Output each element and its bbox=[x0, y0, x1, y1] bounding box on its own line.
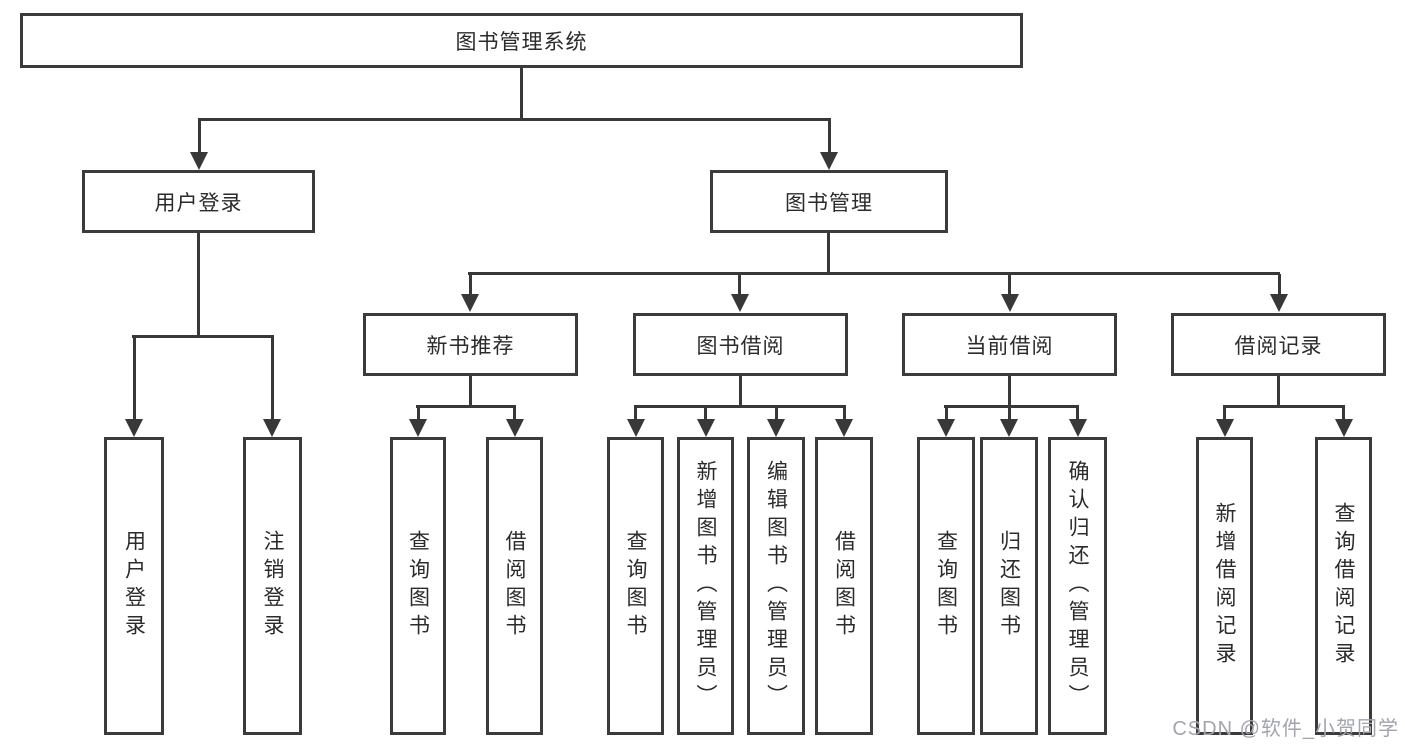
connector-records-stem bbox=[1277, 376, 1280, 407]
connector-drop-leaf-11 bbox=[1223, 407, 1226, 420]
connector-drop-leaf-3 bbox=[513, 407, 516, 420]
arrow-leaf-1 bbox=[263, 419, 281, 437]
connector-drop-leaf-8 bbox=[945, 407, 948, 420]
arrow-leaf-3 bbox=[506, 419, 524, 437]
arrow-leaf-6 bbox=[767, 419, 785, 437]
node-current-borrow: 当前借阅 bbox=[902, 313, 1117, 376]
connector-borrow-branch bbox=[634, 405, 846, 408]
leaf-add-book-admin: 新增图书（管理员） bbox=[677, 437, 734, 735]
arrow-book-management bbox=[820, 152, 838, 170]
node-new-book-recommend: 新书推荐 bbox=[363, 313, 578, 376]
leaf-add-borrow-record: 新增借阅记录 bbox=[1196, 437, 1253, 735]
connector-recommend-branch bbox=[416, 405, 516, 408]
connector-drop-leaf-2 bbox=[417, 407, 420, 420]
connector-drop-leaf-12 bbox=[1342, 407, 1345, 420]
arrow-leaf-0 bbox=[125, 419, 143, 437]
node-book-management: 图书管理 bbox=[710, 170, 948, 233]
connector-drop-leaf-4 bbox=[634, 407, 637, 420]
connector-drop-leaf-6 bbox=[775, 407, 778, 420]
arrow-leaf-5 bbox=[697, 419, 715, 437]
connector-current-branch bbox=[944, 405, 1079, 408]
connector-drop-l3-2 bbox=[1008, 274, 1011, 295]
connector-drop-l3-0 bbox=[469, 274, 472, 295]
node-book-borrow: 图书借阅 bbox=[633, 313, 848, 376]
leaf-return-book: 归还图书 bbox=[980, 437, 1038, 735]
connector-borrow-stem bbox=[739, 376, 742, 407]
connector-login-stem bbox=[197, 233, 200, 337]
connector-current-stem bbox=[1008, 376, 1011, 407]
connector-drop-leaf-1 bbox=[271, 337, 274, 420]
arrow-user-login bbox=[190, 152, 208, 170]
arrow-leaf-11 bbox=[1216, 419, 1234, 437]
connector-root-stem bbox=[520, 68, 523, 120]
leaf-query-book-recommend: 查询图书 bbox=[390, 437, 446, 735]
arrow-leaf-4 bbox=[627, 419, 645, 437]
connector-login-branch bbox=[132, 335, 274, 338]
connector-records-branch bbox=[1223, 405, 1345, 408]
connector-drop-l3-1 bbox=[738, 274, 741, 295]
arrow-l3-3 bbox=[1270, 294, 1288, 312]
connector-drop-book-management bbox=[828, 120, 831, 153]
csdn-watermark: CSDN @软件_小贺同学 bbox=[1172, 718, 1399, 740]
connector-drop-leaf-7 bbox=[843, 407, 846, 420]
leaf-user-login: 用户登录 bbox=[104, 437, 164, 735]
connector-mgmt-stem bbox=[827, 233, 830, 274]
connector-recommend-stem bbox=[469, 376, 472, 407]
connector-drop-user-login bbox=[198, 120, 201, 153]
connector-drop-leaf-0 bbox=[133, 337, 136, 420]
connector-mgmt-branch bbox=[468, 272, 1280, 275]
leaf-borrow-book-recommend: 借阅图书 bbox=[486, 437, 543, 735]
node-root-system: 图书管理系统 bbox=[20, 13, 1023, 68]
node-borrow-records: 借阅记录 bbox=[1171, 313, 1386, 376]
leaf-confirm-return-admin: 确认归还（管理员） bbox=[1048, 437, 1107, 735]
arrow-leaf-9 bbox=[1000, 419, 1018, 437]
arrow-leaf-12 bbox=[1335, 419, 1353, 437]
connector-drop-leaf-9 bbox=[1008, 407, 1011, 420]
arrow-l3-2 bbox=[1001, 294, 1019, 312]
leaf-query-book-borrow: 查询图书 bbox=[607, 437, 664, 735]
connector-drop-leaf-5 bbox=[704, 407, 707, 420]
connector-root-branch bbox=[198, 118, 831, 121]
node-user-login: 用户登录 bbox=[82, 170, 315, 233]
leaf-logout: 注销登录 bbox=[243, 437, 302, 735]
arrow-l3-1 bbox=[731, 294, 749, 312]
leaf-edit-book-admin: 编辑图书（管理员） bbox=[747, 437, 805, 735]
arrow-leaf-2 bbox=[409, 419, 427, 437]
leaf-query-borrow-record: 查询借阅记录 bbox=[1315, 437, 1372, 735]
arrow-leaf-8 bbox=[937, 419, 955, 437]
connector-drop-leaf-10 bbox=[1076, 407, 1079, 420]
connector-drop-l3-3 bbox=[1278, 274, 1281, 295]
arrow-leaf-7 bbox=[835, 419, 853, 437]
leaf-borrow-book: 借阅图书 bbox=[815, 437, 873, 735]
arrow-leaf-10 bbox=[1069, 419, 1087, 437]
arrow-l3-0 bbox=[461, 294, 479, 312]
leaf-query-book-current: 查询图书 bbox=[917, 437, 975, 735]
